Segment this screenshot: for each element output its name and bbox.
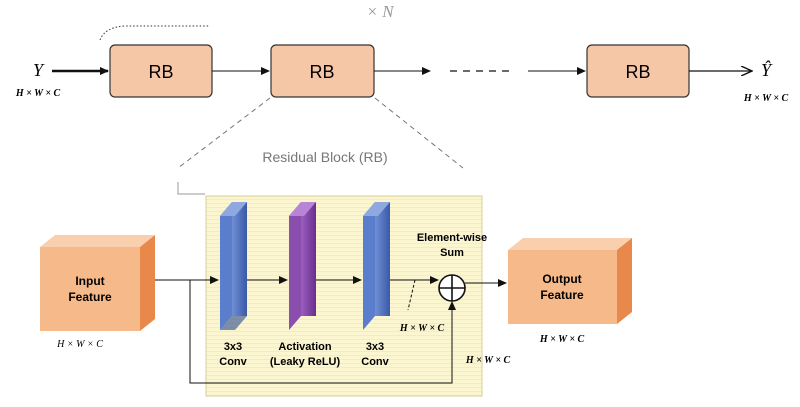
- zoom-line-left: [177, 97, 271, 169]
- output-feature-label-1: Output: [542, 272, 581, 286]
- conv1-block: [220, 202, 247, 330]
- input-feature-label-2: Feature: [68, 290, 112, 304]
- input-symbol: Y: [33, 60, 45, 80]
- skip-connection: [189, 280, 456, 384]
- input-dims: H × W × C: [15, 88, 61, 99]
- element-wise-sum-icon: [438, 274, 466, 302]
- mid-dims: H × W × C: [399, 323, 445, 334]
- sum-label-2: Sum: [440, 247, 464, 259]
- repeat-label: × N: [366, 2, 395, 21]
- input-feature-label-1: Input: [75, 274, 104, 288]
- mid-dims-pointer: [407, 279, 416, 311]
- rb-label-1: RB: [148, 62, 173, 82]
- zoom-corner: [177, 182, 205, 195]
- rb-label-3: RB: [625, 62, 650, 82]
- zoom-line-right: [374, 97, 464, 169]
- conv2-label-1: 3x3: [366, 341, 384, 353]
- input-feature-dims: H × W × C: [56, 339, 103, 350]
- activation-label-2: (Leaky ReLU): [270, 356, 341, 368]
- rb-block-2: RB: [270, 44, 375, 98]
- output-feature-cube: [508, 238, 632, 324]
- output-feature-label-2: Feature: [540, 288, 584, 302]
- conv2-block: [363, 202, 390, 330]
- conv1-label-2: Conv: [219, 356, 247, 368]
- rb-block-1: RB: [109, 44, 213, 98]
- rb-label-2: RB: [309, 62, 334, 82]
- activation-block: [289, 202, 316, 330]
- output-symbol: Ŷ: [761, 59, 773, 80]
- input-feature-cube: [40, 235, 155, 331]
- output-feature-dims: H × W × C: [539, 334, 585, 345]
- activation-label-1: Activation: [278, 341, 331, 353]
- sum-label-1: Element-wise: [417, 232, 487, 244]
- residual-block-panel: [205, 195, 483, 397]
- conv2-label-2: Conv: [361, 356, 389, 368]
- residual-block-caption: Residual Block (RB): [262, 149, 387, 165]
- conv1-label-1: 3x3: [224, 341, 242, 353]
- rb-block-3: RB: [586, 44, 690, 98]
- output-dims: H × W × C: [743, 93, 789, 104]
- skip-dims: H × W × C: [465, 355, 511, 366]
- repeat-bracket: [99, 25, 210, 41]
